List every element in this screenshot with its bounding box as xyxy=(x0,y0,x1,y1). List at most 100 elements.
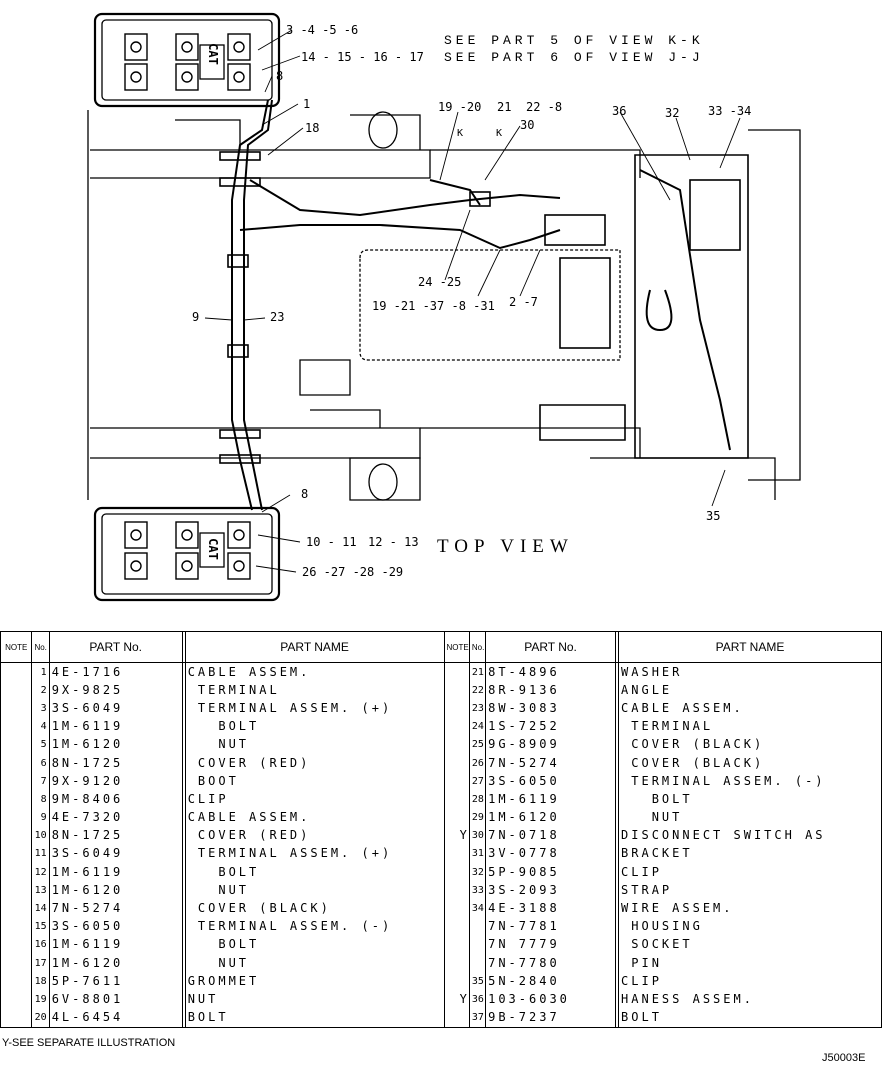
part-number-cell: 8W-3083 xyxy=(485,699,616,718)
quantity-cell: 1 xyxy=(614,681,620,700)
note-cell xyxy=(0,808,33,827)
part-name-cell: TERMINAL ASSEM. (-) xyxy=(184,917,445,936)
part-name-cell: NUT xyxy=(184,990,445,1009)
callout: 36 xyxy=(612,104,627,118)
item-number-cell: 35 xyxy=(468,972,487,991)
part-name-cell: CABLE ASSEM. xyxy=(184,808,445,827)
part-name-cell: COVER (RED) xyxy=(184,826,445,845)
quantity-cell: 1 xyxy=(614,990,620,1009)
footnote: Y-SEE SEPARATE ILLUSTRATION xyxy=(2,1037,176,1049)
part-name-cell: BOLT xyxy=(618,1008,882,1028)
part-name-cell: CLIP xyxy=(184,790,445,809)
part-number-cell: 8T-4896 xyxy=(485,662,616,682)
part-name-cell: TERMINAL xyxy=(184,681,445,700)
drawing-number: J50003E xyxy=(822,1052,866,1064)
part-number-cell: 3S-6049 xyxy=(48,844,183,864)
part-name-cell: BRACKET xyxy=(618,844,882,864)
quantity-cell: 8 xyxy=(181,972,186,991)
part-number-cell: 5P-7611 xyxy=(48,972,183,991)
part-name-cell: ANGLE xyxy=(618,681,882,700)
item-number-cell: 7 xyxy=(31,772,50,791)
note-cell xyxy=(443,735,470,754)
part-name-cell: TERMINAL ASSEM. (+) xyxy=(184,699,445,718)
quantity-cell: 2 xyxy=(614,954,620,973)
part-number-cell: 1M-6120 xyxy=(485,808,616,827)
quantity-cell: 4 xyxy=(181,790,186,809)
part-name-cell: COVER (BLACK) xyxy=(618,735,882,754)
header-part-no: PART No. xyxy=(48,631,183,663)
callout: 35 xyxy=(706,509,721,523)
item-number-cell: 4 xyxy=(31,717,50,736)
quantity-cell: 1 xyxy=(181,808,186,827)
quantity-cell: 1 xyxy=(614,899,620,918)
part-name-cell: TERMINAL xyxy=(618,717,882,736)
quantity-cell: 1 xyxy=(181,735,186,754)
note-cell xyxy=(443,681,470,700)
item-number-cell: 24 xyxy=(468,717,487,736)
quantity-cell: 1 xyxy=(614,863,620,882)
note-cell xyxy=(0,772,33,791)
item-number-cell: 16 xyxy=(31,935,50,954)
note-cell xyxy=(0,1008,33,1028)
quantity-cell: 1 xyxy=(614,826,620,845)
part-name-cell: WIRE ASSEM. xyxy=(618,899,882,918)
header-part-no: PART No. xyxy=(485,631,616,663)
quantity-cell: 1 xyxy=(181,1008,186,1028)
note-cell xyxy=(443,917,470,936)
item-number-cell: 12 xyxy=(31,863,50,882)
part-number-cell: 9M-8406 xyxy=(48,790,183,809)
part-number-cell: 9X-9120 xyxy=(48,772,183,791)
part-number-cell: 7N-7780 xyxy=(485,954,616,973)
item-number-cell: 13 xyxy=(31,881,50,900)
item-number-cell: 18 xyxy=(31,972,50,991)
header-note: NOTE xyxy=(443,631,470,663)
item-number-cell: 8 xyxy=(31,790,50,809)
part-name-cell: BOLT xyxy=(184,935,445,954)
part-name-cell: BOLT xyxy=(618,790,882,809)
quantity-cell: 1 xyxy=(614,717,620,736)
item-number-cell xyxy=(468,954,487,973)
cable-clamps xyxy=(219,151,741,464)
callout: 33 -34 xyxy=(708,104,752,118)
note-cell xyxy=(443,863,470,882)
note-cell xyxy=(0,681,33,700)
quantity-cell: 1 xyxy=(614,917,620,936)
item-number-cell: 3 xyxy=(31,699,50,718)
table-row: 89M-84064CLIP281M-61191 BOLT xyxy=(0,790,882,809)
note-cell xyxy=(443,662,470,682)
callout: 2 -7 xyxy=(509,295,538,309)
callout: 14 - 15 - 16 - 17 xyxy=(301,50,424,64)
quantity-cell: 1 xyxy=(181,917,186,936)
quantity-cell: 1 xyxy=(181,844,186,864)
quantity-cell: 1 xyxy=(181,699,186,718)
item-number-cell: 2 xyxy=(31,681,50,700)
part-name-cell: CLIP xyxy=(618,972,882,991)
part-name-cell: PIN xyxy=(618,954,882,973)
item-number-cell: 11 xyxy=(31,844,50,864)
part-name-cell: COVER (BLACK) xyxy=(618,753,882,773)
item-number-cell: 37 xyxy=(468,1008,487,1028)
item-number-cell: 23 xyxy=(468,699,487,718)
table-header-row: NOTE No. PART No. QTY PART NAME NOTE No.… xyxy=(0,631,882,663)
header-qty: QTY xyxy=(614,631,620,663)
note-cell xyxy=(0,972,33,991)
battery-logo-top: CAT xyxy=(205,43,220,65)
part-name-cell: NUT xyxy=(184,881,445,900)
battery-cables xyxy=(231,99,731,511)
callout: 30 xyxy=(520,118,535,132)
part-name-cell: BOLT xyxy=(184,1008,445,1028)
item-number-cell: 33 xyxy=(468,881,487,900)
part-number-cell: 103-6030 xyxy=(485,990,616,1009)
item-number-cell: 1 xyxy=(31,662,50,682)
view-title: TOP VIEW xyxy=(437,536,574,557)
note-cell xyxy=(0,844,33,864)
note-cell xyxy=(443,844,470,864)
item-number-cell: 19 xyxy=(31,990,50,1009)
